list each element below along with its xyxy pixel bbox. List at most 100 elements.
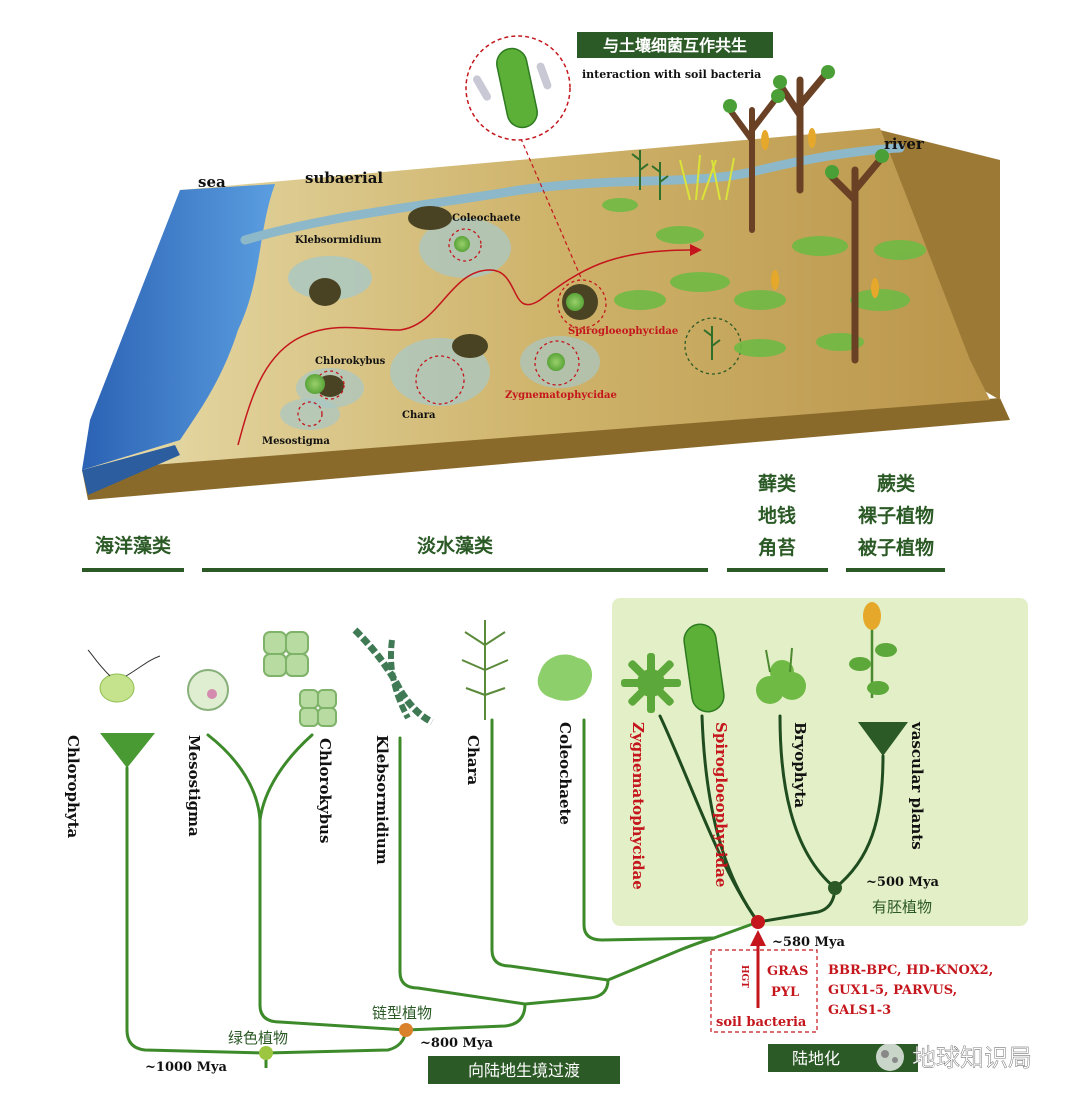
moss-clump <box>614 290 666 310</box>
zygnema-circle <box>534 340 580 386</box>
organism-icons <box>87 602 897 727</box>
bacteria-banner: 与土壤细菌互作共生 <box>603 36 747 55</box>
genes-list-1: BBR-BPC, HD-KNOX2, <box>828 963 993 978</box>
chara-label: Chara <box>402 410 436 421</box>
chlorophyta-branch <box>125 766 268 1055</box>
chlorokybus-cell-icon <box>285 653 309 677</box>
zygnema-stem <box>712 920 760 940</box>
river-label: river <box>884 135 925 153</box>
label-500-mya: ~500 Mya <box>866 875 939 890</box>
flower-icon <box>771 270 779 290</box>
flagella-icon <box>87 649 161 677</box>
genes-pyl: PYL <box>771 985 799 1000</box>
tree-leaf <box>771 89 785 103</box>
coleochaete-disc-icon <box>537 654 593 701</box>
small-bacteria-icon <box>536 62 552 90</box>
taxon-chlorokybus: Chlorokybus <box>316 738 334 843</box>
tree-trunk <box>727 97 778 233</box>
bryophyta-branch <box>778 714 837 890</box>
angiosperm-leaf-icon <box>849 657 871 671</box>
header-vasc-3: 被子植物 <box>858 536 934 559</box>
bacteria-rod-icon <box>496 47 538 129</box>
rock <box>452 334 488 358</box>
embryophyta-node <box>828 881 842 895</box>
streptophyta-node <box>399 1023 413 1037</box>
genes-list-2: GUX1-5, PARVUS, <box>828 983 957 998</box>
mesostigma-cell-icon <box>187 669 229 711</box>
header-freshwater: 淡水藻类 <box>417 534 493 557</box>
green-plants-node <box>259 1046 273 1060</box>
moss-clump <box>734 339 786 357</box>
bacteria-caption: interaction with soil bacteria <box>582 68 761 81</box>
header-vasc-2: 裸子植物 <box>858 504 934 527</box>
hgt-box <box>710 949 818 1033</box>
chlorokybus-cell-icon <box>317 707 337 727</box>
klebsormidium-patch <box>288 256 372 300</box>
vascular-branch <box>833 754 885 890</box>
moss-clump <box>670 272 730 292</box>
algae-blob <box>454 236 470 252</box>
flower-icon <box>808 128 816 148</box>
chlorokybus-cell-icon <box>263 631 287 655</box>
tree-leaf <box>773 75 787 89</box>
chlorokybus-cell-icon <box>263 653 287 677</box>
zoom-line <box>517 131 583 281</box>
coleochaete-circle <box>448 228 482 262</box>
watermark-logo-dot <box>881 1050 889 1058</box>
bryophyte-icon <box>770 660 794 684</box>
mesostigma-patch <box>280 398 340 430</box>
chlorokybus-cell-icon <box>299 689 319 709</box>
taxon-chlorophyta: Chlorophyta <box>64 735 82 838</box>
flower-icon <box>761 130 769 150</box>
rock <box>408 206 452 230</box>
subaerial-label: subaerial <box>305 169 383 187</box>
tree-leaf <box>875 149 889 163</box>
spirogloeophycidae-branch <box>700 714 760 924</box>
chlorokybus-cell-icon <box>285 631 309 655</box>
header-bryo-3: 角苔 <box>758 536 796 559</box>
streptophyta-rest <box>404 1002 527 1032</box>
transition-banner-bg <box>428 1056 620 1084</box>
river <box>240 143 905 245</box>
label-800-mya: ~800 Mya <box>420 1036 493 1051</box>
moss-clump <box>734 290 786 310</box>
chlorokybus-cell-icon <box>317 689 337 709</box>
soil-front-face <box>82 398 1010 500</box>
tree-leaf <box>825 165 839 179</box>
header-vasc-1: 蕨类 <box>877 472 915 495</box>
moss-clump <box>602 198 638 212</box>
zygnema-arm-icon <box>628 660 674 706</box>
taxon-coleochaete: Coleochaete <box>556 722 574 825</box>
klebsormidium-branch <box>398 736 527 1006</box>
landing-banner: 陆地化 <box>792 1049 840 1068</box>
node-580-mya <box>751 915 765 929</box>
sea-label: sea <box>198 173 226 191</box>
hgt-arrowhead-icon <box>750 930 766 946</box>
taxon-chara: Chara <box>464 735 482 785</box>
header-bryo-2: 地钱 <box>758 504 796 527</box>
tree-trunk <box>776 71 829 194</box>
coleochaete-stem <box>606 936 716 982</box>
coleochaete-label: Coleochaete <box>452 213 521 224</box>
zygnematophycidae-label: Zygnematophycidae <box>505 390 617 401</box>
chara-stem <box>523 978 610 1006</box>
hgt-label: HGT <box>739 965 749 988</box>
taxon-zygnematophycidae: Zygnematophycidae <box>629 722 647 890</box>
label-streptophyta: 链型植物 <box>372 1004 432 1022</box>
genes-gras: GRAS <box>767 964 808 979</box>
moss-clump <box>850 289 910 311</box>
fern-icon <box>651 162 669 200</box>
spirogloeophycidae-label: Spirogloeophycidae <box>568 326 678 337</box>
arrowhead-icon <box>690 244 702 256</box>
angiosperm-flower-icon <box>863 602 881 630</box>
mesostigma-nucleus-icon <box>207 689 217 699</box>
chlorokybus-cell-icon <box>299 707 319 727</box>
taxon-klebsormidium: Klebsormidium <box>373 735 391 865</box>
algae-blob <box>547 353 565 371</box>
klebsormidium-filament-icon <box>352 627 434 726</box>
mesostigma-circle <box>297 401 323 427</box>
taxon-mesostigma: Mesostigma <box>185 735 203 837</box>
spirogloea-circle <box>557 279 607 329</box>
vascular-triangle <box>858 722 908 756</box>
